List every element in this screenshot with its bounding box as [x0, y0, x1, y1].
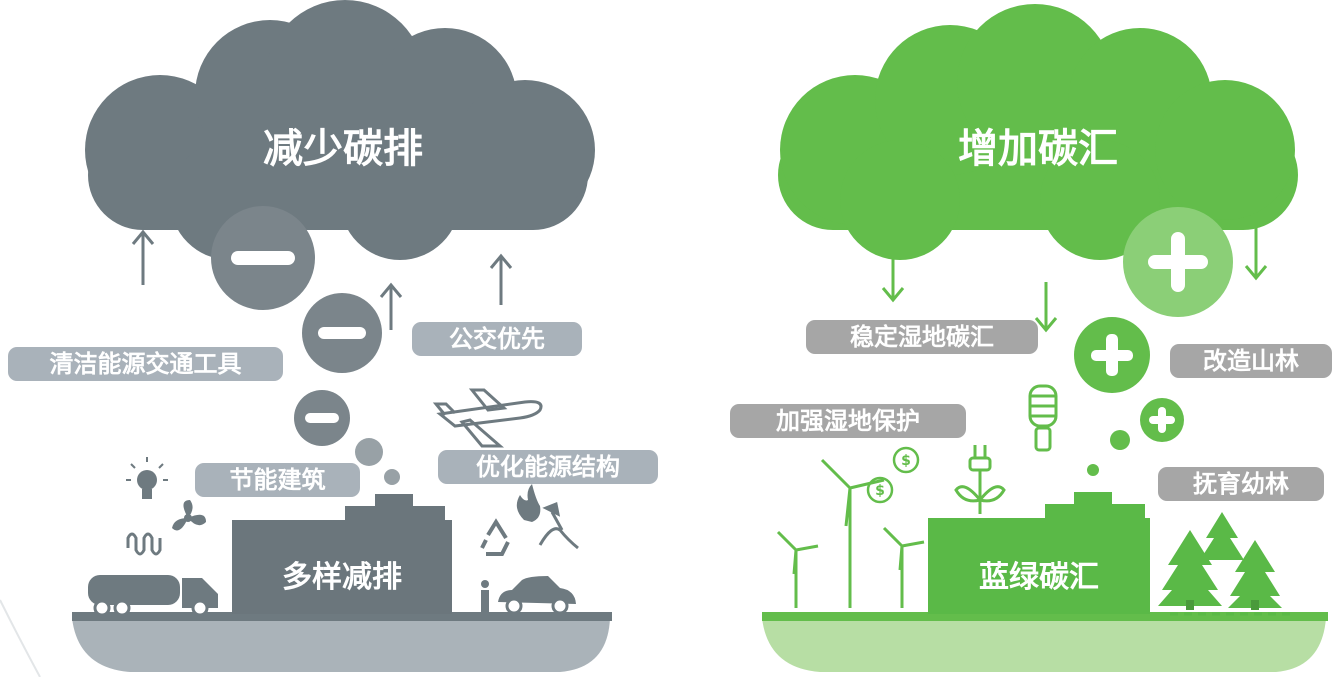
plus-icon	[1106, 334, 1118, 376]
down-arrow-icon	[881, 250, 905, 303]
label-protect-wetland: 加强湿地保护	[730, 404, 966, 438]
minus-bubble-medium	[302, 293, 382, 373]
wind-turbine-icon	[776, 458, 925, 608]
fan-icon	[172, 500, 206, 531]
tiny-bubble	[384, 469, 400, 485]
car-icon	[498, 576, 576, 615]
label-energy-saving-building: 节能建筑	[195, 463, 360, 497]
label-clean-transport: 清洁能源交通工具	[8, 347, 283, 381]
up-arrow-icon	[131, 229, 155, 285]
left-tank	[232, 494, 452, 614]
label-tend-young-forest: 抚育幼林	[1158, 467, 1324, 501]
forest-icon	[1158, 512, 1282, 610]
tiny-bubble	[1087, 464, 1099, 476]
small-bubble	[1110, 430, 1130, 450]
label-energy-structure: 优化能源结构	[438, 450, 658, 484]
minus-bubble-small	[294, 390, 350, 446]
minus-bubble-large	[211, 206, 315, 310]
tanker-truck-icon	[88, 575, 218, 617]
dollar-sign-glyph: $	[875, 483, 885, 499]
down-arrows	[881, 228, 1268, 333]
heater-icon	[126, 532, 162, 556]
plug-sprout-icon	[954, 445, 1006, 514]
up-arrow-icon	[379, 282, 403, 330]
plus-icon	[1171, 232, 1185, 292]
flame-icon	[516, 484, 541, 522]
dollar-icon	[866, 446, 920, 504]
plus-icon	[1158, 407, 1166, 433]
minus-icon	[305, 413, 339, 423]
airplane-icon	[432, 388, 543, 448]
plus-bubble-small	[1140, 398, 1184, 442]
label-reform-forest: 改造山林	[1170, 344, 1332, 378]
down-arrow-icon	[1244, 228, 1268, 281]
dollar-sign-glyph: $	[901, 453, 911, 469]
up-arrows	[131, 229, 513, 330]
shovel-icon	[538, 501, 579, 550]
right-tank-label: 蓝绿碳汇	[979, 560, 1099, 595]
recycle-icon	[480, 518, 510, 556]
minus-icon	[231, 251, 295, 265]
right-tank	[928, 492, 1150, 614]
lightbulb-icon	[126, 457, 168, 499]
minus-icon	[318, 327, 366, 339]
label-stabilize-wetland: 稳定湿地碳汇	[806, 320, 1038, 354]
up-arrow-icon	[489, 253, 513, 305]
left-base	[72, 612, 612, 672]
plus-bubble-medium	[1074, 317, 1150, 393]
label-public-transport: 公交优先	[412, 322, 582, 356]
person-icon	[481, 580, 489, 612]
small-bubble	[355, 438, 383, 466]
right-cloud-title: 增加碳汇	[958, 126, 1118, 172]
right-cloud	[778, 4, 1298, 260]
left-tank-label: 多样减排	[282, 560, 402, 595]
right-base	[762, 612, 1328, 672]
left-cloud-title: 减少碳排	[263, 126, 423, 172]
down-arrow-icon	[1034, 282, 1058, 333]
decorative-arc	[0, 599, 41, 677]
left-cloud	[85, 0, 595, 260]
plus-bubble-large	[1123, 207, 1233, 317]
energy-saving-bulb-icon	[1028, 384, 1058, 452]
